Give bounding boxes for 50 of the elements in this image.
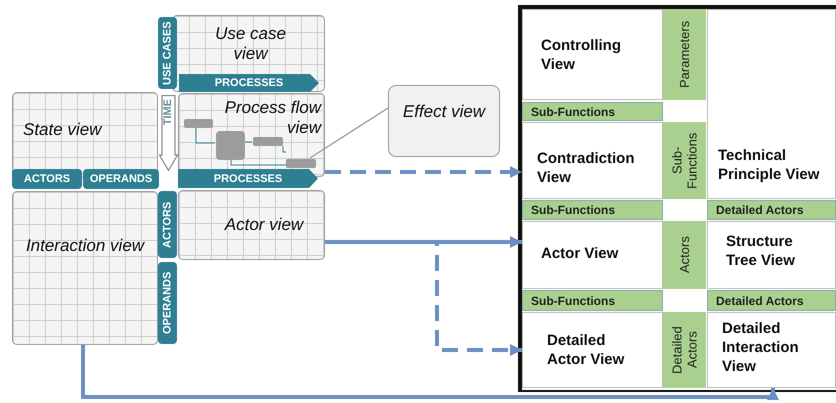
view-title: Controlling View [541,36,622,74]
node-label: ACTORS [24,173,70,185]
category-band: ACTORS [158,191,177,258]
view-title: Structure Tree View [726,232,796,270]
axis-label: TIME [162,99,174,126]
view-title: Interaction view [25,236,145,256]
view-cell [522,221,663,289]
category-band: USE CASES [158,17,177,89]
category-band: ACTORS [12,169,82,189]
header-band: Detailed Actors [707,200,836,220]
view-title: Contradiction View [537,149,636,187]
header-band: Sub-Functions [522,290,663,311]
view-title: Detailed Actor View [547,331,626,369]
header-band: Actors [663,221,706,289]
leader-line [310,107,388,159]
header-band: Sub-Functions [522,200,663,220]
process-step-box [286,159,316,168]
dashed-arrow [325,166,522,178]
dashed-arrow [325,240,522,356]
view-cell [522,312,663,388]
view-title: Process flow view [224,98,321,138]
view-title: Effect view [402,102,487,122]
header-band: Sub-Functions [663,122,706,199]
view-title: Actor view [223,215,305,235]
process-arrow-band: PROCESSES [179,74,319,92]
view-cell [707,9,836,199]
view-cell [522,122,663,199]
header-band: Detailed Actors [707,290,836,311]
view-title: Technical Principle View [718,146,820,184]
header-band: Sub-Functions [522,102,663,121]
view-title: Detailed Interaction View [722,319,800,376]
callout-bubble [388,85,500,157]
grid-panel [172,15,325,92]
header-band: Parameters [663,9,706,100]
arrow [81,345,779,400]
view-title: State view [23,120,104,140]
process-arrow-band: PROCESSES [178,169,318,188]
direction-arrow [159,95,178,171]
view-cell [707,312,836,388]
category-band: OPERANDS [158,262,177,344]
category-band: OPERANDS [83,169,159,189]
view-title: Use case view [214,24,287,64]
grid-panel [12,191,158,345]
view-cell [707,221,836,289]
node-label: OPERANDS [90,173,152,185]
view-title: Actor View [541,244,620,263]
frame-panel [518,5,836,392]
grid-panel [178,190,325,260]
header-band: Detailed Actors [663,312,706,388]
view-cell [522,9,663,100]
